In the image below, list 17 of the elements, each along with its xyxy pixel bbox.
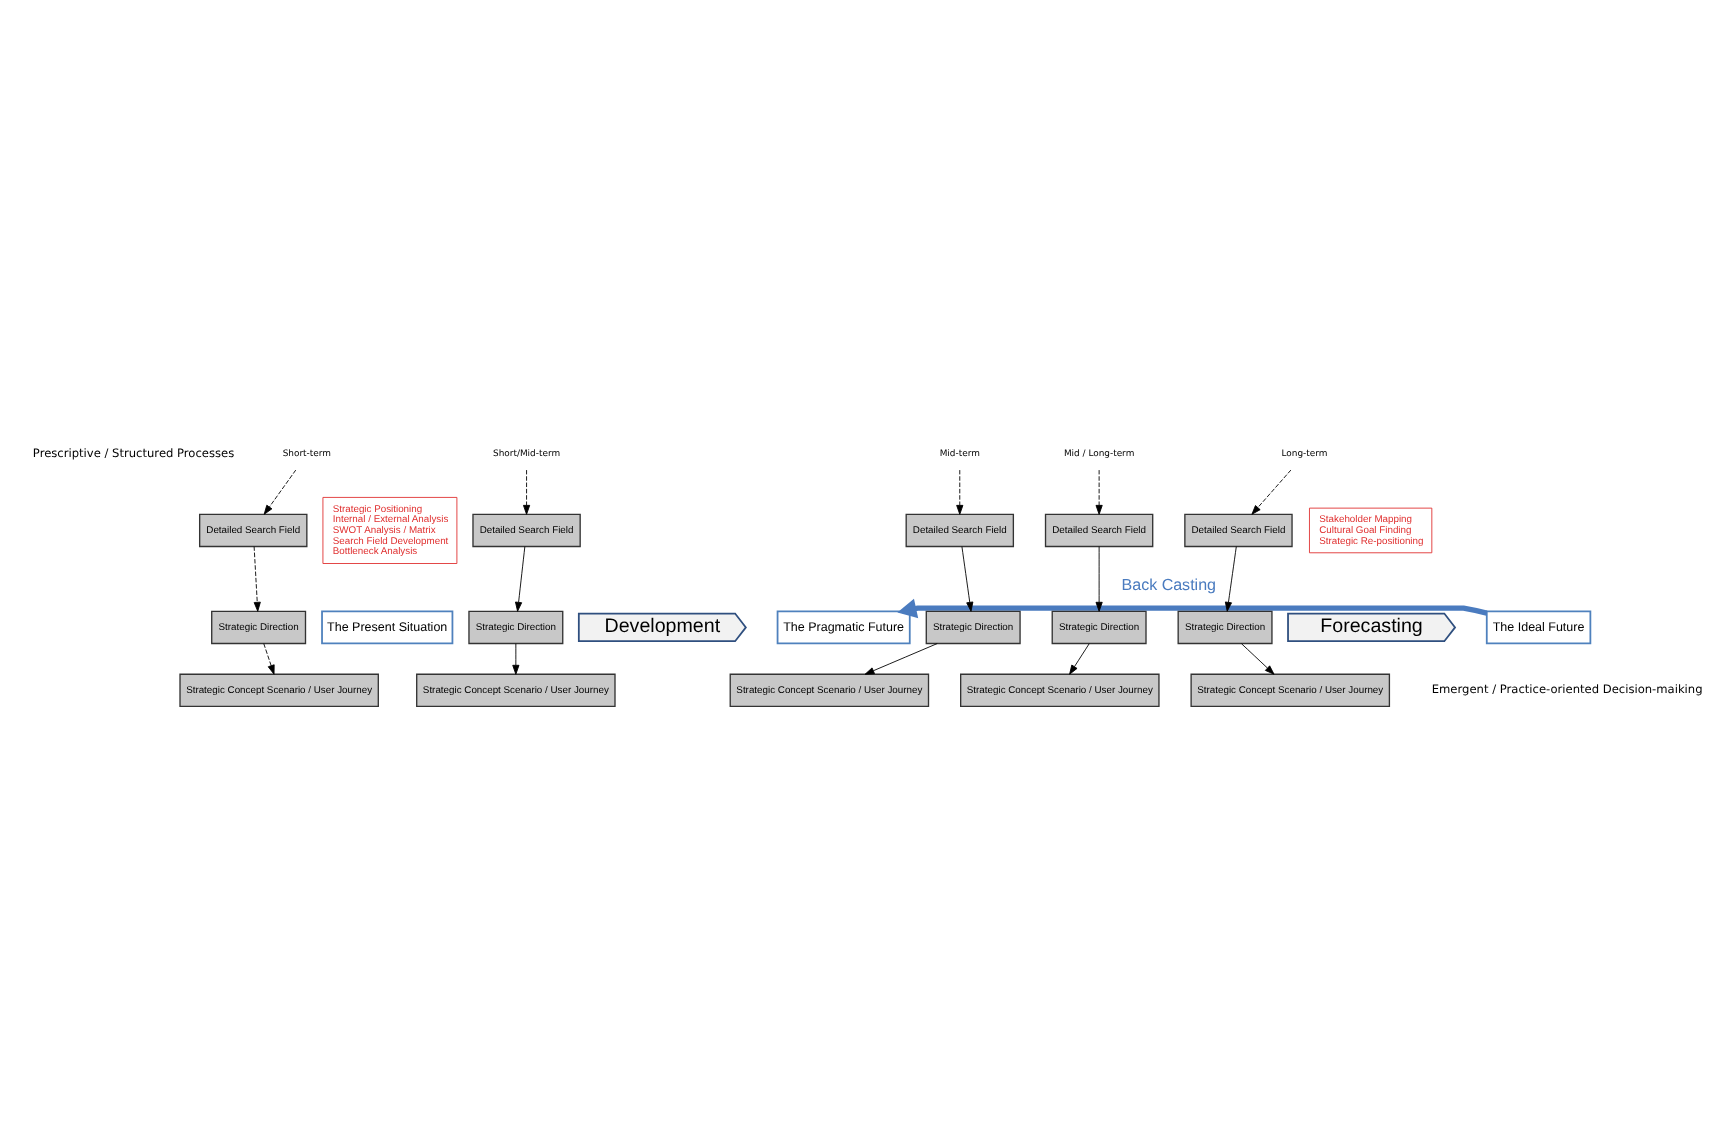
arrow	[523, 468, 531, 514]
arrow	[512, 642, 520, 674]
arrow	[515, 545, 526, 611]
arrow	[253, 545, 261, 611]
arrow	[961, 545, 974, 611]
arrow	[1069, 642, 1090, 674]
arrow	[1241, 642, 1275, 674]
arrow	[1251, 468, 1292, 514]
arrow	[1095, 545, 1103, 611]
edge-label: Back Casting	[1121, 574, 1217, 593]
arrow	[897, 597, 1488, 618]
arrow	[956, 468, 964, 514]
arrow	[1224, 545, 1237, 611]
arrow	[263, 642, 275, 674]
arrow	[864, 642, 938, 674]
arrow	[263, 468, 297, 514]
arrow	[1095, 468, 1103, 514]
